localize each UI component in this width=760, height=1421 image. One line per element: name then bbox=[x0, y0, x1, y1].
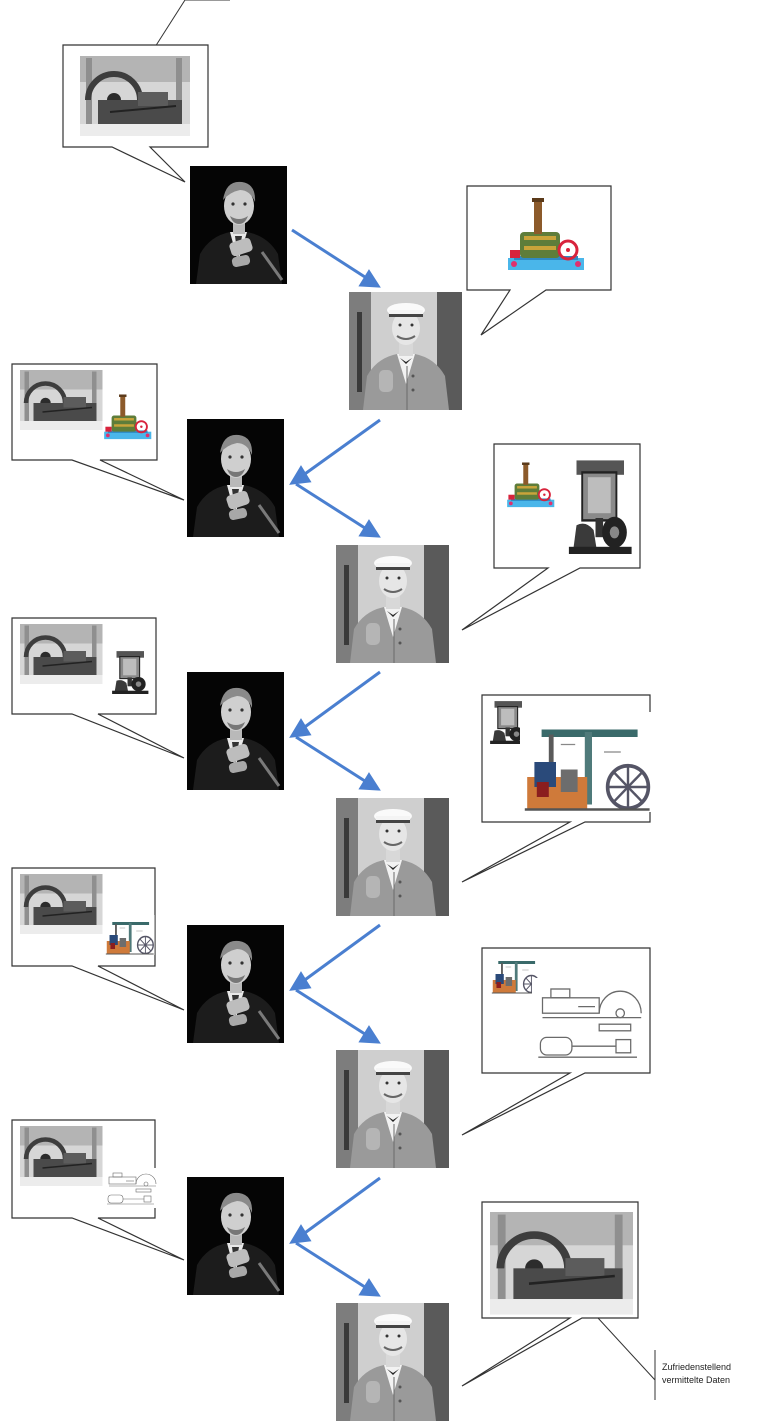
flow-arrows bbox=[289, 228, 381, 1297]
receiver-bubble-5 bbox=[461, 1201, 639, 1387]
receiver-portrait bbox=[335, 797, 450, 917]
arrow-to-receiver bbox=[295, 482, 369, 532]
arrow-to-receiver bbox=[295, 1241, 369, 1291]
receiver-bubble-3 bbox=[461, 694, 654, 883]
engine-schematic-icon bbox=[531, 977, 649, 1067]
row-4 bbox=[11, 867, 651, 1136]
arrowhead-icon bbox=[289, 971, 312, 991]
row-1 bbox=[62, 44, 612, 336]
arrow-to-sender bbox=[301, 1176, 381, 1237]
row-5: Zufriedenstellend vermittelte Daten bbox=[11, 1119, 731, 1400]
receiver-bubble-4 bbox=[461, 947, 651, 1136]
sender-bubble-2 bbox=[11, 363, 185, 501]
row-3 bbox=[11, 617, 654, 883]
arrowhead-icon bbox=[358, 1278, 381, 1297]
steam-engine-photo-icon bbox=[490, 1212, 633, 1314]
arrowhead-icon bbox=[358, 1025, 381, 1044]
sender-portrait bbox=[185, 417, 286, 539]
sender-bubble-3 bbox=[11, 617, 185, 759]
receiver-portrait bbox=[335, 1049, 450, 1169]
receiver-bubble-2 bbox=[461, 443, 641, 631]
steam-engine-photo-icon bbox=[20, 1126, 103, 1186]
receiver-portrait bbox=[335, 544, 450, 664]
row-2 bbox=[11, 363, 641, 631]
engine-schematic-icon bbox=[103, 1167, 160, 1209]
receiver-portrait bbox=[335, 1302, 450, 1421]
arrow-to-sender bbox=[301, 418, 381, 478]
steam-engine-photo-icon bbox=[80, 56, 190, 136]
beam-engine-drawing-icon bbox=[518, 710, 654, 814]
final-note-line2: vermittelte Daten bbox=[662, 1375, 730, 1385]
receiver-bubble-1 bbox=[466, 185, 612, 336]
sender-bubble-4 bbox=[11, 867, 185, 1011]
final-callout: Zufriedenstellend vermittelte Daten bbox=[597, 1317, 731, 1400]
arrowhead-icon bbox=[358, 269, 381, 288]
sender-portrait bbox=[188, 164, 289, 286]
steam-engine-photo-icon bbox=[20, 370, 103, 430]
arrow-to-sender bbox=[301, 923, 381, 984]
arrowhead-icon bbox=[358, 519, 381, 538]
arrow-to-receiver bbox=[295, 988, 369, 1038]
sender-portrait bbox=[185, 923, 286, 1045]
receiver-portrait bbox=[348, 291, 463, 411]
arrow-to-sender bbox=[301, 670, 381, 731]
steam-engine-photo-icon bbox=[20, 874, 103, 934]
arrow-to-receiver bbox=[291, 228, 369, 281]
arrowhead-icon bbox=[289, 718, 312, 738]
sender-portrait bbox=[185, 1175, 286, 1297]
arrowhead-icon bbox=[289, 465, 312, 485]
arrowhead-icon bbox=[289, 1224, 312, 1244]
steam-engine-photo-icon bbox=[20, 624, 103, 684]
beam-engine-drawing-icon bbox=[103, 914, 156, 956]
sender-bubble-5 bbox=[11, 1119, 185, 1261]
arrowhead-icon bbox=[358, 772, 381, 791]
final-note-line1: Zufriedenstellend bbox=[662, 1362, 731, 1372]
arrow-to-receiver bbox=[295, 735, 369, 785]
sender-portrait bbox=[185, 670, 286, 792]
sender-bubble-1 bbox=[62, 44, 209, 183]
